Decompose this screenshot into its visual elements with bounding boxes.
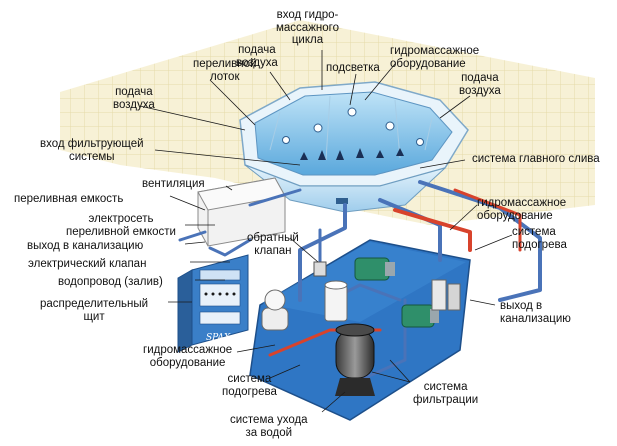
pump-motor-1 [354, 257, 395, 281]
label-gidromassazhnoe-oborudovanie-bottom: гидромассажное оборудование [143, 344, 233, 369]
water-flow-arrows [300, 148, 404, 160]
overflow-tank [197, 177, 286, 247]
label-podacha-vozdukha-left: подача воздуха [113, 86, 155, 111]
pool-jets [282, 107, 424, 146]
label-vkhod-filtruyushchey-sistemy: вход фильтрующей системы [40, 138, 144, 163]
label-podacha-vozdukha-top: подача воздуха [236, 44, 278, 69]
label-gidromassazhnoe-oborudovanie-top: гидромассажное оборудование [390, 45, 480, 70]
label-sistema-ukhoda-za-vodoy: система ухода за водой [230, 414, 308, 439]
label-vykhod-v-kanalizaciyu-right: выход в канализацию [500, 300, 571, 325]
label-sistema-podogreva-bottom: система подогрева [222, 373, 277, 398]
leader-lines [139, 50, 513, 413]
pool-wall-lines [269, 95, 433, 161]
label-perelivnoy-lotok: переливной лоток [193, 58, 257, 83]
label-obratnyy-klapan: обратный клапан [247, 232, 299, 257]
distribution-panel [177, 254, 249, 353]
heater-cylinder [324, 280, 348, 322]
pipework [178, 180, 542, 382]
label-raspredelitelnyy-shchit: распределительный щит [40, 298, 149, 323]
label-sistema-filtracii: система фильтрации [413, 381, 479, 406]
pump-motor-2 [401, 304, 439, 328]
label-vkhod-gidromassazhnogo-cikla: вход гидро- массажного цикла [276, 9, 339, 46]
label-perelivnaya-emkost: переливная емкость [14, 193, 124, 205]
hydromassage-pump [261, 289, 289, 331]
filter-unit-small [431, 279, 461, 311]
filter-tank [335, 323, 375, 396]
label-podacha-vozdukha-right: подача воздуха [459, 72, 501, 97]
label-vodoprovod-zaliv: водопровод (залив) [58, 276, 163, 288]
pool-lower-wall [244, 164, 446, 213]
panel-brand: SPAX [206, 333, 231, 343]
label-elektricheskiy-klapan: электрический клапан [28, 258, 147, 270]
label-vykhod-v-kanalizaciyu-left: выход в канализацию [27, 240, 144, 252]
label-ventilyaciya: вентиляция [142, 178, 205, 190]
label-podsvetka: подсветка [326, 62, 380, 74]
label-elektroset-perelivnoy-emkosti: электросеть переливной емкости [66, 213, 176, 238]
check-valve [313, 261, 327, 277]
label-sistema-glavnogo-sliva: система главного слива [472, 153, 600, 165]
label-gidromassazhnoe-oborudovanie-right: гидромассажное оборудование [477, 197, 567, 222]
main-drain [336, 198, 348, 204]
equipment-base-top [262, 242, 466, 322]
label-sistema-podogreva-right: система подогрева [512, 226, 567, 251]
